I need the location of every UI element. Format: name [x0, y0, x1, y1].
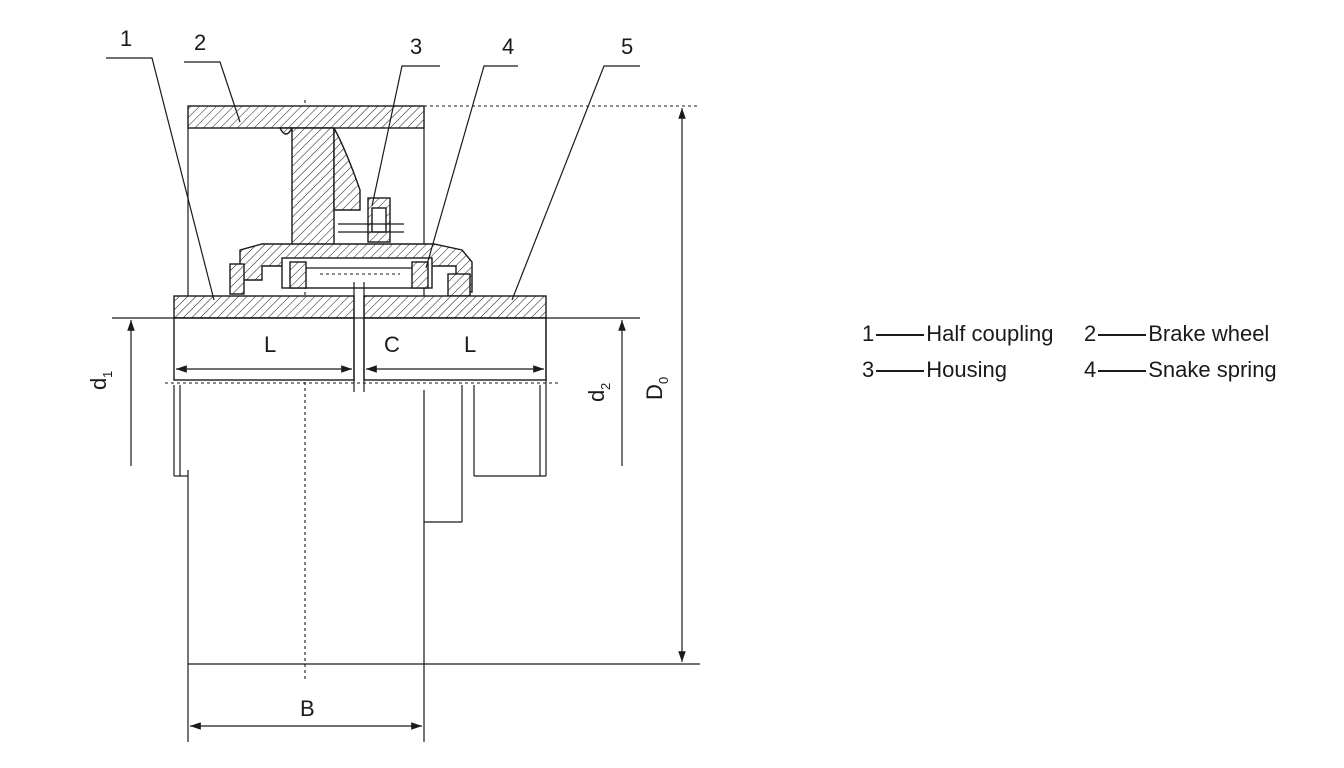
callout-4: 4 — [502, 34, 514, 59]
legend-row: 3 Housing 4 Snake spring — [862, 352, 1277, 388]
housing — [229, 243, 473, 297]
legend-number: 1 — [862, 321, 875, 346]
leader-4 — [425, 65, 518, 269]
legend-row: 1 Half coupling 2 Brake wheel — [862, 316, 1277, 352]
legend-label: Housing — [926, 357, 1007, 382]
legend-dash — [876, 334, 925, 336]
legend-dash — [1098, 370, 1147, 372]
legend-label: Half coupling — [926, 321, 1054, 346]
dim-label-d1: d 1 — [86, 371, 115, 390]
dim-label-D0: D 0 — [642, 377, 671, 400]
legend-number: 4 — [1084, 357, 1097, 382]
dim-label-L-right: L — [464, 332, 476, 357]
legend-label: Snake spring — [1148, 357, 1277, 382]
leader-2 — [184, 61, 241, 123]
svg-text:D: D — [642, 384, 667, 400]
dim-label-L-left: L — [264, 332, 276, 357]
snake-spring — [281, 257, 433, 289]
svg-text:2: 2 — [598, 383, 613, 390]
legend-item-snake-spring: 4 Snake spring — [1084, 352, 1277, 388]
svg-text:0: 0 — [656, 377, 671, 384]
svg-text:d: d — [86, 378, 111, 390]
callout-3: 3 — [410, 34, 422, 59]
legend-dash — [876, 370, 925, 372]
brake-wheel — [187, 105, 463, 662]
svg-text:d: d — [584, 390, 609, 402]
callout-5: 5 — [621, 34, 633, 59]
callout-2: 2 — [194, 30, 206, 55]
leader-1 — [106, 57, 215, 301]
housing-bolt — [338, 197, 404, 243]
legend-label: Brake wheel — [1148, 321, 1270, 346]
half-coupling-right — [363, 295, 547, 500]
leader-5 — [511, 65, 640, 301]
legend-dash — [1098, 334, 1147, 336]
dim-label-B: B — [300, 696, 315, 721]
coupling-drawing: 1 2 3 4 5 L C L B d 1 d 2 D 0 — [86, 26, 700, 742]
legend-item-half-coupling: 1 Half coupling — [862, 316, 1084, 352]
legend-item-housing: 3 Housing — [862, 352, 1084, 388]
legend-item-brake-wheel: 2 Brake wheel — [1084, 316, 1269, 352]
legend-number: 2 — [1084, 321, 1097, 346]
callout-1: 1 — [120, 26, 132, 51]
parts-legend: 1 Half coupling 2 Brake wheel 3 Housing … — [862, 316, 1277, 388]
leader-3 — [371, 65, 440, 207]
dim-label-C: C — [384, 332, 400, 357]
svg-text:1: 1 — [100, 371, 115, 378]
half-coupling-left — [173, 295, 355, 477]
dim-label-d2: d 2 — [584, 383, 613, 402]
legend-number: 3 — [862, 357, 875, 382]
